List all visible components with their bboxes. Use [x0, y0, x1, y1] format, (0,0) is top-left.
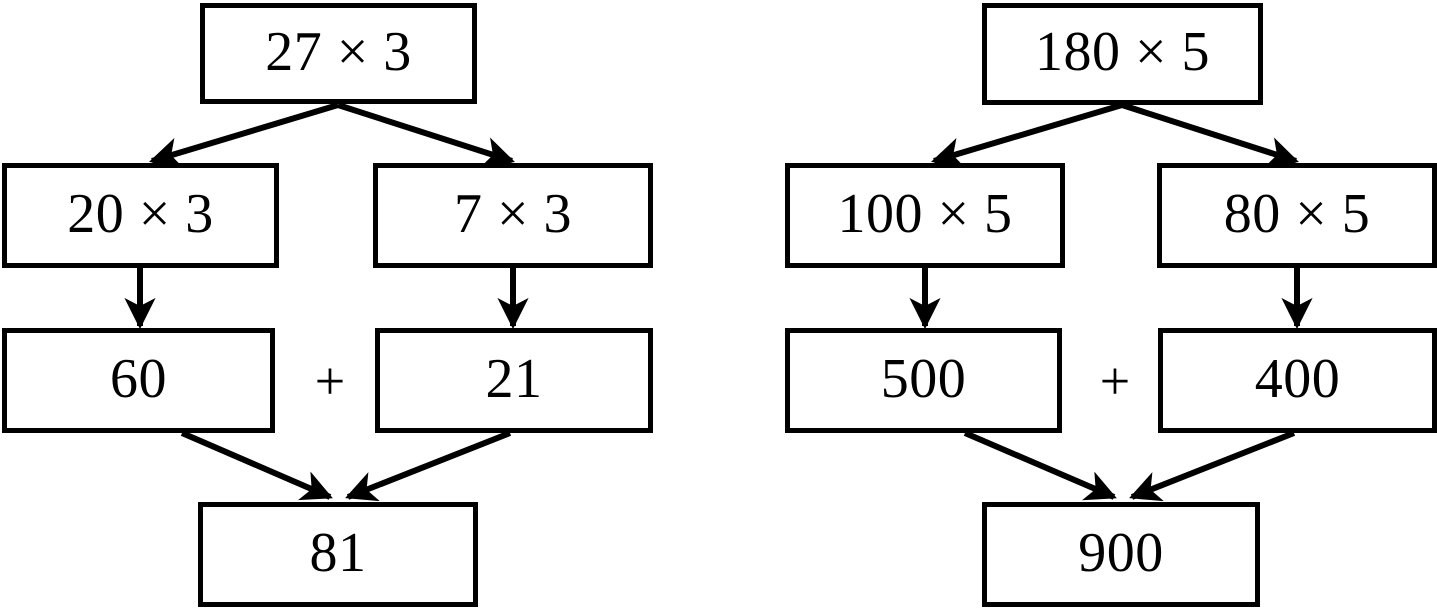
right-partial-node-2[interactable]: 400 [1158, 328, 1437, 433]
left-total-node[interactable]: 81 [198, 502, 478, 607]
arrow-right-right2-to-sum [1129, 430, 1296, 502]
left-root-label: 27 × 3 [265, 20, 412, 83]
right-root-node[interactable]: 180 × 5 [982, 3, 1263, 105]
right-split-node-1[interactable]: 100 × 5 [785, 163, 1065, 268]
left-partial-node-2[interactable]: 21 [375, 328, 653, 433]
right-split-label-2: 80 × 5 [1223, 182, 1371, 245]
arrow-left-right2-to-sum [345, 430, 512, 502]
arrow-left-left2-to-sum [180, 430, 333, 501]
arrow-left-root-to-left1 [149, 102, 339, 168]
arrow-right-left2-to-sum [963, 430, 1117, 501]
left-root-node[interactable]: 27 × 3 [200, 3, 477, 104]
right-split-node-2[interactable]: 80 × 5 [1157, 163, 1437, 268]
arrow-right-root-to-right1 [1121, 102, 1299, 168]
left-split-node-2[interactable]: 7 × 3 [373, 163, 653, 268]
right-total-label: 900 [1078, 521, 1164, 584]
right-total-node[interactable]: 900 [982, 502, 1260, 607]
left-split-label-1: 20 × 3 [67, 182, 214, 245]
left-total-label: 81 [309, 521, 367, 584]
right-partial-label-1: 500 [880, 347, 967, 410]
right-root-label: 180 × 5 [1034, 21, 1211, 83]
right-split-label-1: 100 × 5 [837, 182, 1013, 245]
left-split-label-2: 7 × 3 [453, 182, 573, 245]
left-split-node-1[interactable]: 20 × 3 [2, 163, 279, 268]
arrow-left-root-to-right1 [337, 102, 515, 168]
right-partial-node-1[interactable]: 500 [785, 328, 1062, 433]
left-partial-label-1: 60 [110, 347, 167, 410]
left-plus-operator: + [314, 351, 346, 411]
arrow-right-root-to-left1 [931, 102, 1123, 168]
left-partial-node-1[interactable]: 60 [2, 328, 275, 433]
right-plus-operator: + [1099, 351, 1131, 411]
right-partial-label-2: 400 [1254, 347, 1341, 410]
left-partial-label-2: 21 [485, 347, 543, 410]
